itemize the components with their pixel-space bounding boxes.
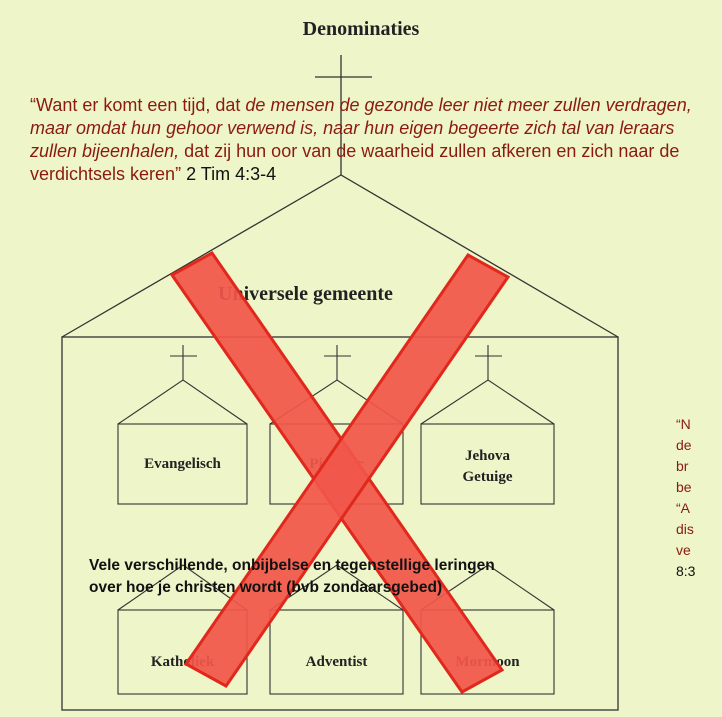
side-quote-line: be xyxy=(676,479,692,495)
red-x-stroke-2 xyxy=(183,253,511,688)
side-quote-line: “N xyxy=(676,416,691,432)
main-building xyxy=(61,336,619,711)
church-jehova-shape xyxy=(420,345,555,505)
side-quote-line: ve xyxy=(676,542,691,558)
side-quote-cropped: “N de br be “A dis ve 8:3 xyxy=(676,414,722,582)
church-label-jehova-line1: Jehova xyxy=(465,448,510,464)
quote-segment-1: “Want er komt een tijd, dat xyxy=(30,95,246,115)
scripture-quote: “Want er komt een tijd, dat de mensen de… xyxy=(30,94,720,186)
side-quote-line: de xyxy=(676,437,692,453)
church-label-evangelisch: Evangelisch xyxy=(144,456,221,472)
quote-reference: 2 Tim 4:3-4 xyxy=(181,164,277,184)
teaching-statement-line1: Vele verschillende, onbijbelse en tegens… xyxy=(89,557,495,574)
side-quote-line: br xyxy=(676,458,689,474)
church-adventist-shape xyxy=(269,564,404,695)
universal-church-label: Universele gemeente xyxy=(218,283,393,305)
teaching-statement: Vele verschillende, onbijbelse en tegens… xyxy=(89,555,495,599)
main-roof xyxy=(61,174,619,338)
quote-segment-2: de mensen de gezonde leer niet meer zull… xyxy=(30,95,692,161)
church-evangelisch-shape xyxy=(117,345,248,505)
page-title: Denominaties xyxy=(302,18,420,40)
quote-segment-3: dat zij hun oor van de waarheid zullen a… xyxy=(30,141,680,184)
church-label-jehova-line2: Getuige xyxy=(462,469,513,485)
side-quote-line: dis xyxy=(676,521,694,537)
side-quote-reference: 8:3 xyxy=(676,563,696,579)
church-label-jehova: Jehova Getuige xyxy=(421,446,554,488)
side-quote-line: “A xyxy=(676,500,690,516)
teaching-statement-line2: over hoe je christen wordt (bvb zondaars… xyxy=(89,579,443,596)
church-label-adventist: Adventist xyxy=(305,654,368,670)
